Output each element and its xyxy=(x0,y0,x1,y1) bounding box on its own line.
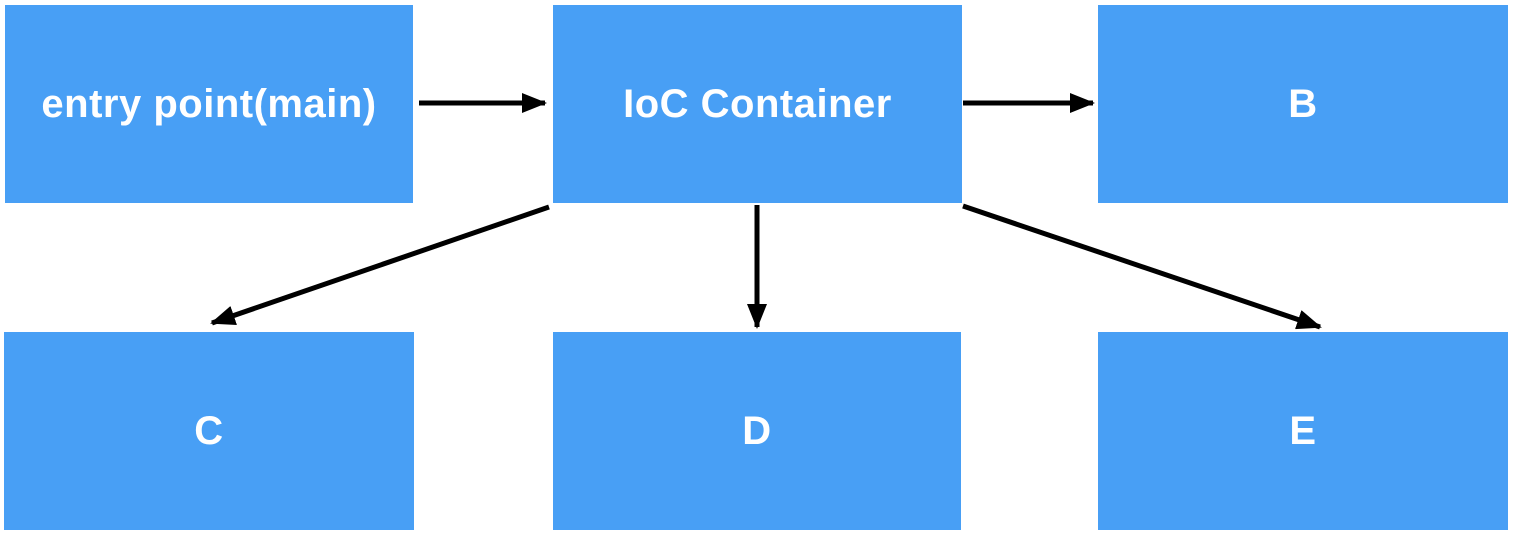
node-e-label: E xyxy=(1289,408,1317,453)
node-e: E xyxy=(1098,332,1508,530)
node-ioc-container-label: IoC Container xyxy=(623,81,892,126)
node-b: B xyxy=(1098,5,1508,203)
node-entry-point-main: entry point(main) xyxy=(5,5,413,203)
node-c: C xyxy=(4,332,414,530)
node-entry-point-main-label: entry point(main) xyxy=(41,81,377,126)
node-d-label: D xyxy=(742,408,772,453)
node-c-label: C xyxy=(194,408,224,453)
arrow-ioc-to-c xyxy=(210,204,550,326)
arrow-ioc-to-e xyxy=(962,203,1322,330)
node-d: D xyxy=(553,332,961,530)
node-b-label: B xyxy=(1288,81,1318,126)
node-ioc-container: IoC Container xyxy=(553,5,962,203)
